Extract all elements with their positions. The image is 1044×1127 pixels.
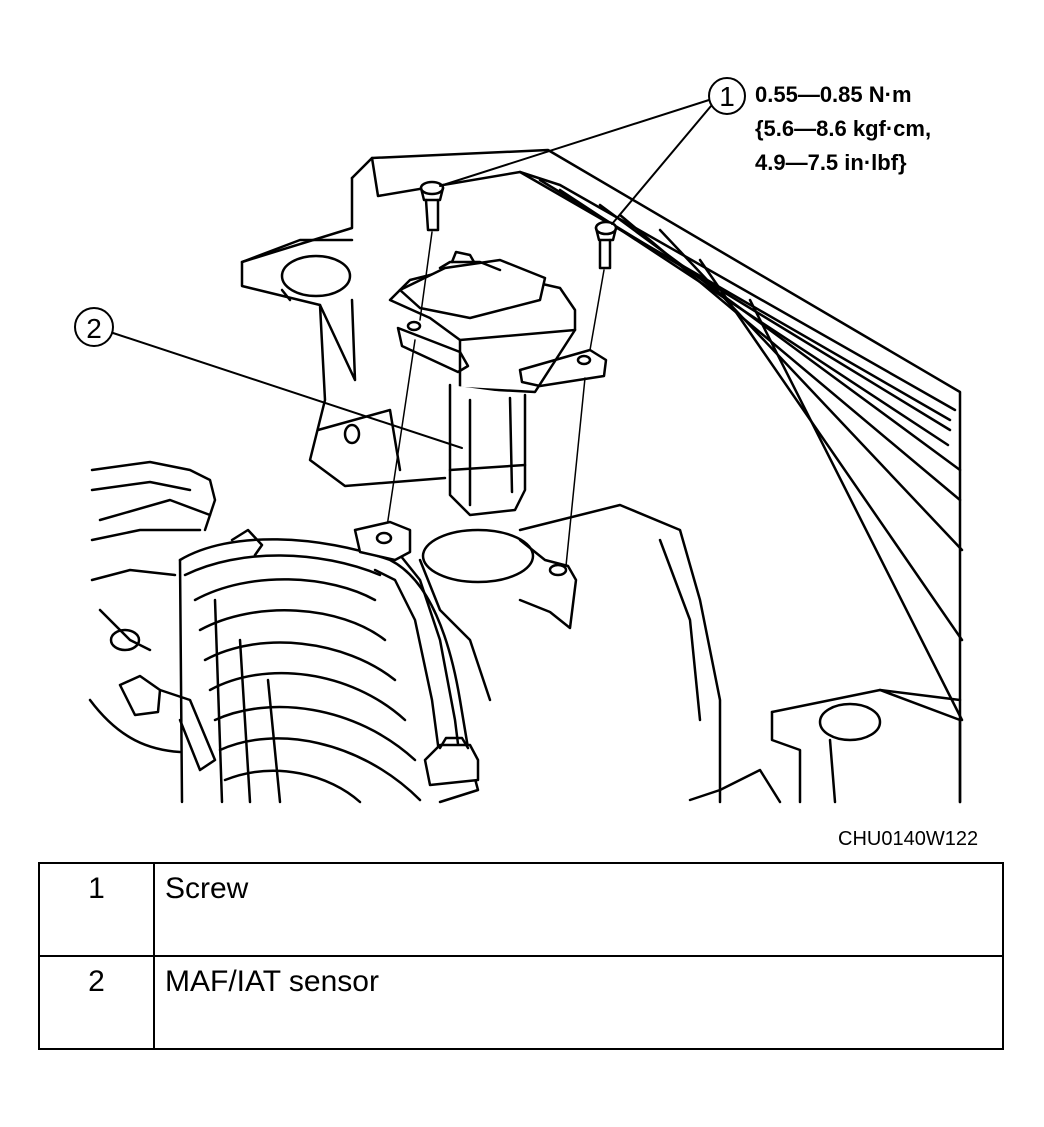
air-cleaner-housing bbox=[240, 148, 964, 804]
intake-air-duct bbox=[178, 503, 722, 804]
hose-assembly bbox=[88, 460, 264, 772]
table-row: 1 Screw bbox=[38, 862, 1004, 957]
exploded-view-drawing: 1 2 bbox=[74, 77, 964, 804]
legend-label: MAF/IAT sensor bbox=[153, 955, 1004, 1050]
torque-line-2: {5.6—8.6 kgf·cm, bbox=[755, 116, 932, 141]
torque-line-1: 0.55—0.85 N·m bbox=[755, 82, 912, 107]
screw-right bbox=[594, 220, 618, 270]
legend-label: Screw bbox=[153, 862, 1004, 957]
callout-2 bbox=[74, 307, 463, 449]
callout-1 bbox=[439, 77, 746, 225]
screw-left bbox=[419, 180, 445, 232]
maf-iat-sensor bbox=[388, 250, 608, 517]
figure-code: CHU0140W122 bbox=[838, 828, 979, 850]
legend-number: 2 bbox=[38, 955, 155, 1050]
table-row: 2 MAF/IAT sensor bbox=[38, 955, 1004, 1050]
callout-2-number: 2 bbox=[86, 313, 102, 344]
torque-specification: 0.55—0.85 N·m {5.6—8.6 kgf·cm, 4.9—7.5 in·… bbox=[755, 78, 931, 180]
callout-1-number: 1 bbox=[719, 81, 735, 112]
torque-line-3: 4.9—7.5 in·lbf} bbox=[755, 150, 907, 175]
legend-number: 1 bbox=[38, 862, 155, 957]
installation-guide-lines bbox=[384, 231, 605, 567]
parts-legend-table: 1 Screw 2 MAF/IAT sensor bbox=[38, 862, 1004, 1050]
